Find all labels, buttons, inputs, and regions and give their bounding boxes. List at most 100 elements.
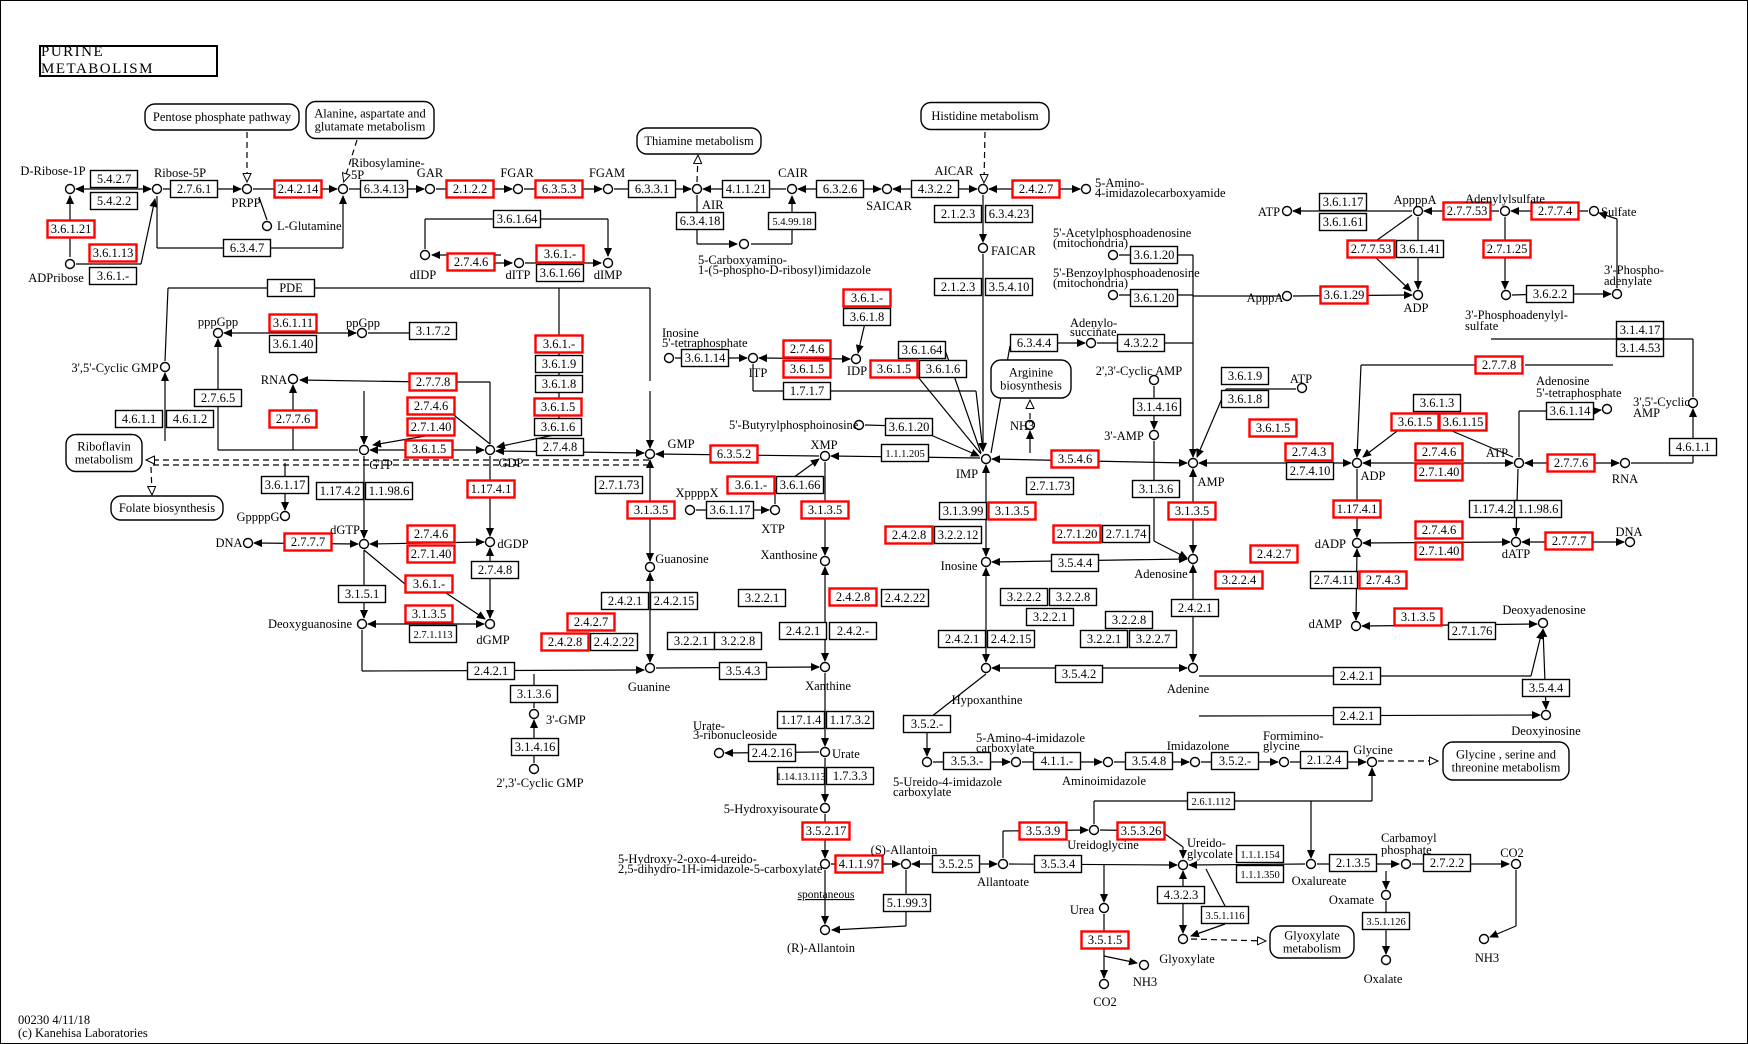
enzyme-box-rect[interactable] — [776, 710, 826, 730]
enzyme-box-rect[interactable] — [114, 409, 164, 429]
compound-node[interactable] — [1281, 205, 1293, 217]
enzyme-box-rect[interactable] — [1525, 284, 1575, 304]
enzyme-box[interactable]: 6.3.3.1 — [627, 179, 677, 199]
enzyme-box[interactable]: 3.5.3.4 — [1033, 854, 1083, 874]
enzyme-box-rect-highlighted[interactable] — [406, 396, 456, 416]
enzyme-box[interactable]: 3.5.2.17 — [801, 821, 851, 841]
compound-node[interactable] — [1102, 756, 1114, 768]
compound-node[interactable] — [1296, 382, 1308, 394]
enzyme-box-rect[interactable] — [933, 525, 983, 545]
enzyme-box-rect[interactable] — [1332, 706, 1382, 726]
enzyme-box[interactable]: 2.7.1.73 — [594, 475, 644, 495]
compound-node[interactable] — [819, 555, 831, 567]
enzyme-box-rect[interactable] — [1129, 288, 1179, 308]
enzyme-box[interactable]: 4.6.1.1 — [1668, 437, 1718, 457]
enzyme-box[interactable]: 3.1.3.5 — [800, 500, 850, 520]
pathway-link-box[interactable]: Folate biosynthesis — [110, 495, 224, 521]
enzyme-box[interactable]: 6.3.5.3 — [534, 179, 584, 199]
enzyme-box[interactable]: 3.1.3.5 — [626, 500, 676, 520]
enzyme-box[interactable]: 3.6.2.2 — [1525, 284, 1575, 304]
enzyme-box[interactable]: 3.1.7.2 — [408, 321, 458, 341]
enzyme-box-rect-highlighted[interactable] — [1167, 501, 1217, 521]
compound-node[interactable] — [1138, 959, 1150, 971]
compound-node[interactable] — [242, 537, 254, 549]
enzyme-box-rect[interactable] — [1032, 751, 1082, 771]
enzyme-box-rect[interactable] — [933, 204, 983, 224]
enzyme-box-rect[interactable] — [1220, 389, 1270, 409]
compound-node[interactable] — [644, 448, 656, 460]
enzyme-box-rect-highlighted[interactable] — [46, 219, 96, 239]
enzyme-box-rect-highlighted[interactable] — [1474, 355, 1524, 375]
enzyme-box[interactable]: 3.1.4.16 — [1132, 397, 1182, 417]
enzyme-box-rect[interactable] — [222, 238, 272, 258]
compound-node[interactable] — [484, 536, 496, 548]
enzyme-box[interactable]: 6.3.4.23 — [984, 204, 1034, 224]
compound-node[interactable] — [1540, 709, 1552, 721]
enzyme-box-rect-highlighted[interactable] — [273, 179, 323, 199]
enzyme-box-rect[interactable] — [937, 629, 987, 649]
enzyme-box[interactable]: 2.7.1.40 — [1414, 462, 1464, 482]
compound-node[interactable] — [1366, 756, 1378, 768]
enzyme-box[interactable]: 2.7.7.6 — [1546, 453, 1596, 473]
compound-node[interactable] — [819, 661, 831, 673]
compound-node[interactable] — [738, 238, 750, 250]
pathway-link-box[interactable]: Pentose phosphate pathway — [144, 103, 300, 131]
enzyme-box[interactable]: 2.7.7.7 — [283, 532, 333, 552]
enzyme-box-rect[interactable] — [775, 475, 825, 495]
enzyme-box[interactable]: 3.6.1.9 — [1220, 366, 1270, 386]
enzyme-box[interactable]: 2.7.7.8 — [1474, 355, 1524, 375]
compound-node[interactable] — [356, 618, 368, 630]
enzyme-box[interactable]: 2.7.2.2 — [1422, 853, 1472, 873]
enzyme-box[interactable]: 2.6.1.112 — [1186, 791, 1236, 811]
enzyme-box-rect[interactable] — [1285, 461, 1335, 481]
enzyme-box-rect[interactable] — [721, 179, 771, 199]
enzyme-box[interactable]: 3.2.2.8 — [1048, 587, 1098, 607]
enzyme-box-rect[interactable] — [535, 263, 585, 283]
enzyme-box-rect-highlighted[interactable] — [540, 632, 590, 652]
enzyme-box-rect[interactable] — [649, 591, 699, 611]
enzyme-box-rect[interactable] — [364, 481, 414, 501]
enzyme-box[interactable]: 2.7.7.7 — [1544, 531, 1594, 551]
enzyme-box-rect[interactable] — [1128, 629, 1178, 649]
enzyme-box-rect[interactable] — [89, 191, 139, 211]
enzyme-box[interactable]: 2.4.2.1 — [937, 629, 987, 649]
enzyme-box-rect-highlighted[interactable] — [408, 372, 458, 392]
enzyme-box[interactable]: 3.6.1.13 — [88, 243, 138, 263]
enzyme-box-rect-highlighted[interactable] — [1414, 520, 1464, 540]
enzyme-box[interactable]: 3.6.1.61 — [1318, 212, 1368, 232]
enzyme-box[interactable]: 3.5.2.- — [902, 714, 952, 734]
compound-node[interactable] — [484, 444, 496, 456]
enzyme-box[interactable]: 3.6.1.6 — [918, 359, 968, 379]
compound-node[interactable] — [1305, 858, 1317, 870]
enzyme-box[interactable]: 3.6.1.17 — [260, 475, 310, 495]
enzyme-box-rect[interactable] — [1200, 905, 1250, 925]
enzyme-box-rect[interactable] — [1186, 791, 1236, 811]
enzyme-box[interactable]: 2.7.4.10 — [1285, 461, 1335, 481]
compound-node[interactable] — [769, 504, 781, 516]
enzyme-box-rect[interactable] — [1412, 393, 1462, 413]
enzyme-box-rect[interactable] — [492, 209, 542, 229]
enzyme-box-rect[interactable] — [88, 266, 138, 286]
enzyme-box[interactable]: 3.6.1.6 — [533, 417, 583, 437]
enzyme-box-rect[interactable] — [1131, 479, 1181, 499]
pathway-link-rect[interactable] — [144, 103, 300, 131]
enzyme-box-rect-highlighted[interactable] — [1546, 453, 1596, 473]
enzyme-box[interactable]: 3.6.1.8 — [534, 374, 584, 394]
enzyme-box[interactable]: 4.1.1.- — [1032, 751, 1082, 771]
enzyme-box[interactable]: 5.4.2.7 — [89, 169, 139, 189]
pathway-link-rect[interactable] — [1269, 925, 1355, 959]
enzyme-box[interactable]: 3.6.1.5 — [869, 359, 919, 379]
enzyme-box-rect[interactable] — [359, 179, 409, 199]
compound-node[interactable] — [1148, 429, 1160, 441]
enzyme-box[interactable]: 3.2.2.1 — [737, 588, 787, 608]
compound-node[interactable] — [1098, 978, 1110, 990]
enzyme-box-rect-highlighted[interactable] — [987, 501, 1037, 521]
enzyme-box[interactable]: 2.4.2.8 — [828, 587, 878, 607]
compound-node[interactable] — [980, 556, 992, 568]
enzyme-box-rect[interactable] — [509, 684, 559, 704]
enzyme-box-rect-highlighted[interactable] — [535, 244, 585, 264]
enzyme-box-rect[interactable] — [1328, 853, 1378, 873]
compound-node[interactable] — [1107, 249, 1119, 261]
enzyme-box[interactable]: 1.17.4.1 — [466, 479, 516, 499]
